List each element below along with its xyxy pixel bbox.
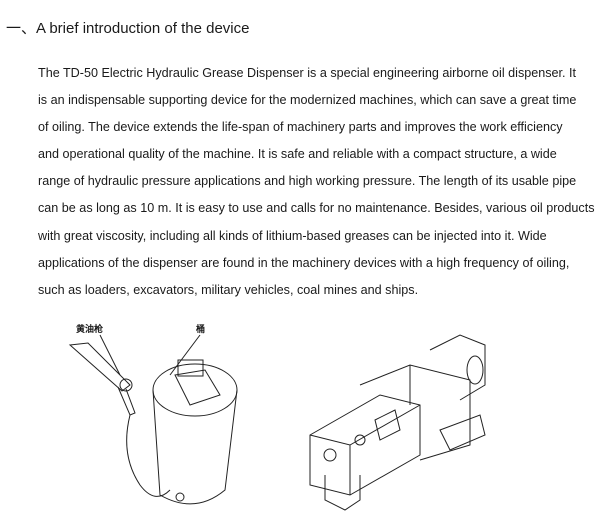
text-line: of oiling. The device extends the life-s…: [38, 120, 563, 135]
text-line: such as loaders, excavators, military ve…: [38, 282, 419, 297]
bucket-label: 桶: [196, 324, 206, 334]
intro-paragraph: The TD-50 Electric Hydraulic Grease Disp…: [38, 64, 595, 308]
text-line: range of hydraulic pressure applications…: [38, 174, 577, 189]
text-line: with great viscosity, including all kind…: [38, 228, 547, 243]
text-line: applications of the dispenser are found …: [38, 255, 570, 270]
pump-unit-illustration: [309, 334, 486, 511]
text-line: and operational quality of the machine. …: [38, 147, 557, 162]
text-line: can be as long as 10 m. It is easy to us…: [38, 201, 595, 216]
text-line: The TD-50 Electric Hydraulic Grease Disp…: [38, 66, 577, 80]
dispenser-bucket-illustration: [68, 334, 238, 505]
text-line: is an indispensable supporting device fo…: [38, 93, 577, 108]
section-heading: 一、A brief introduction of the device: [6, 20, 250, 37]
grease-gun-label: 黄油枪: [76, 324, 104, 334]
